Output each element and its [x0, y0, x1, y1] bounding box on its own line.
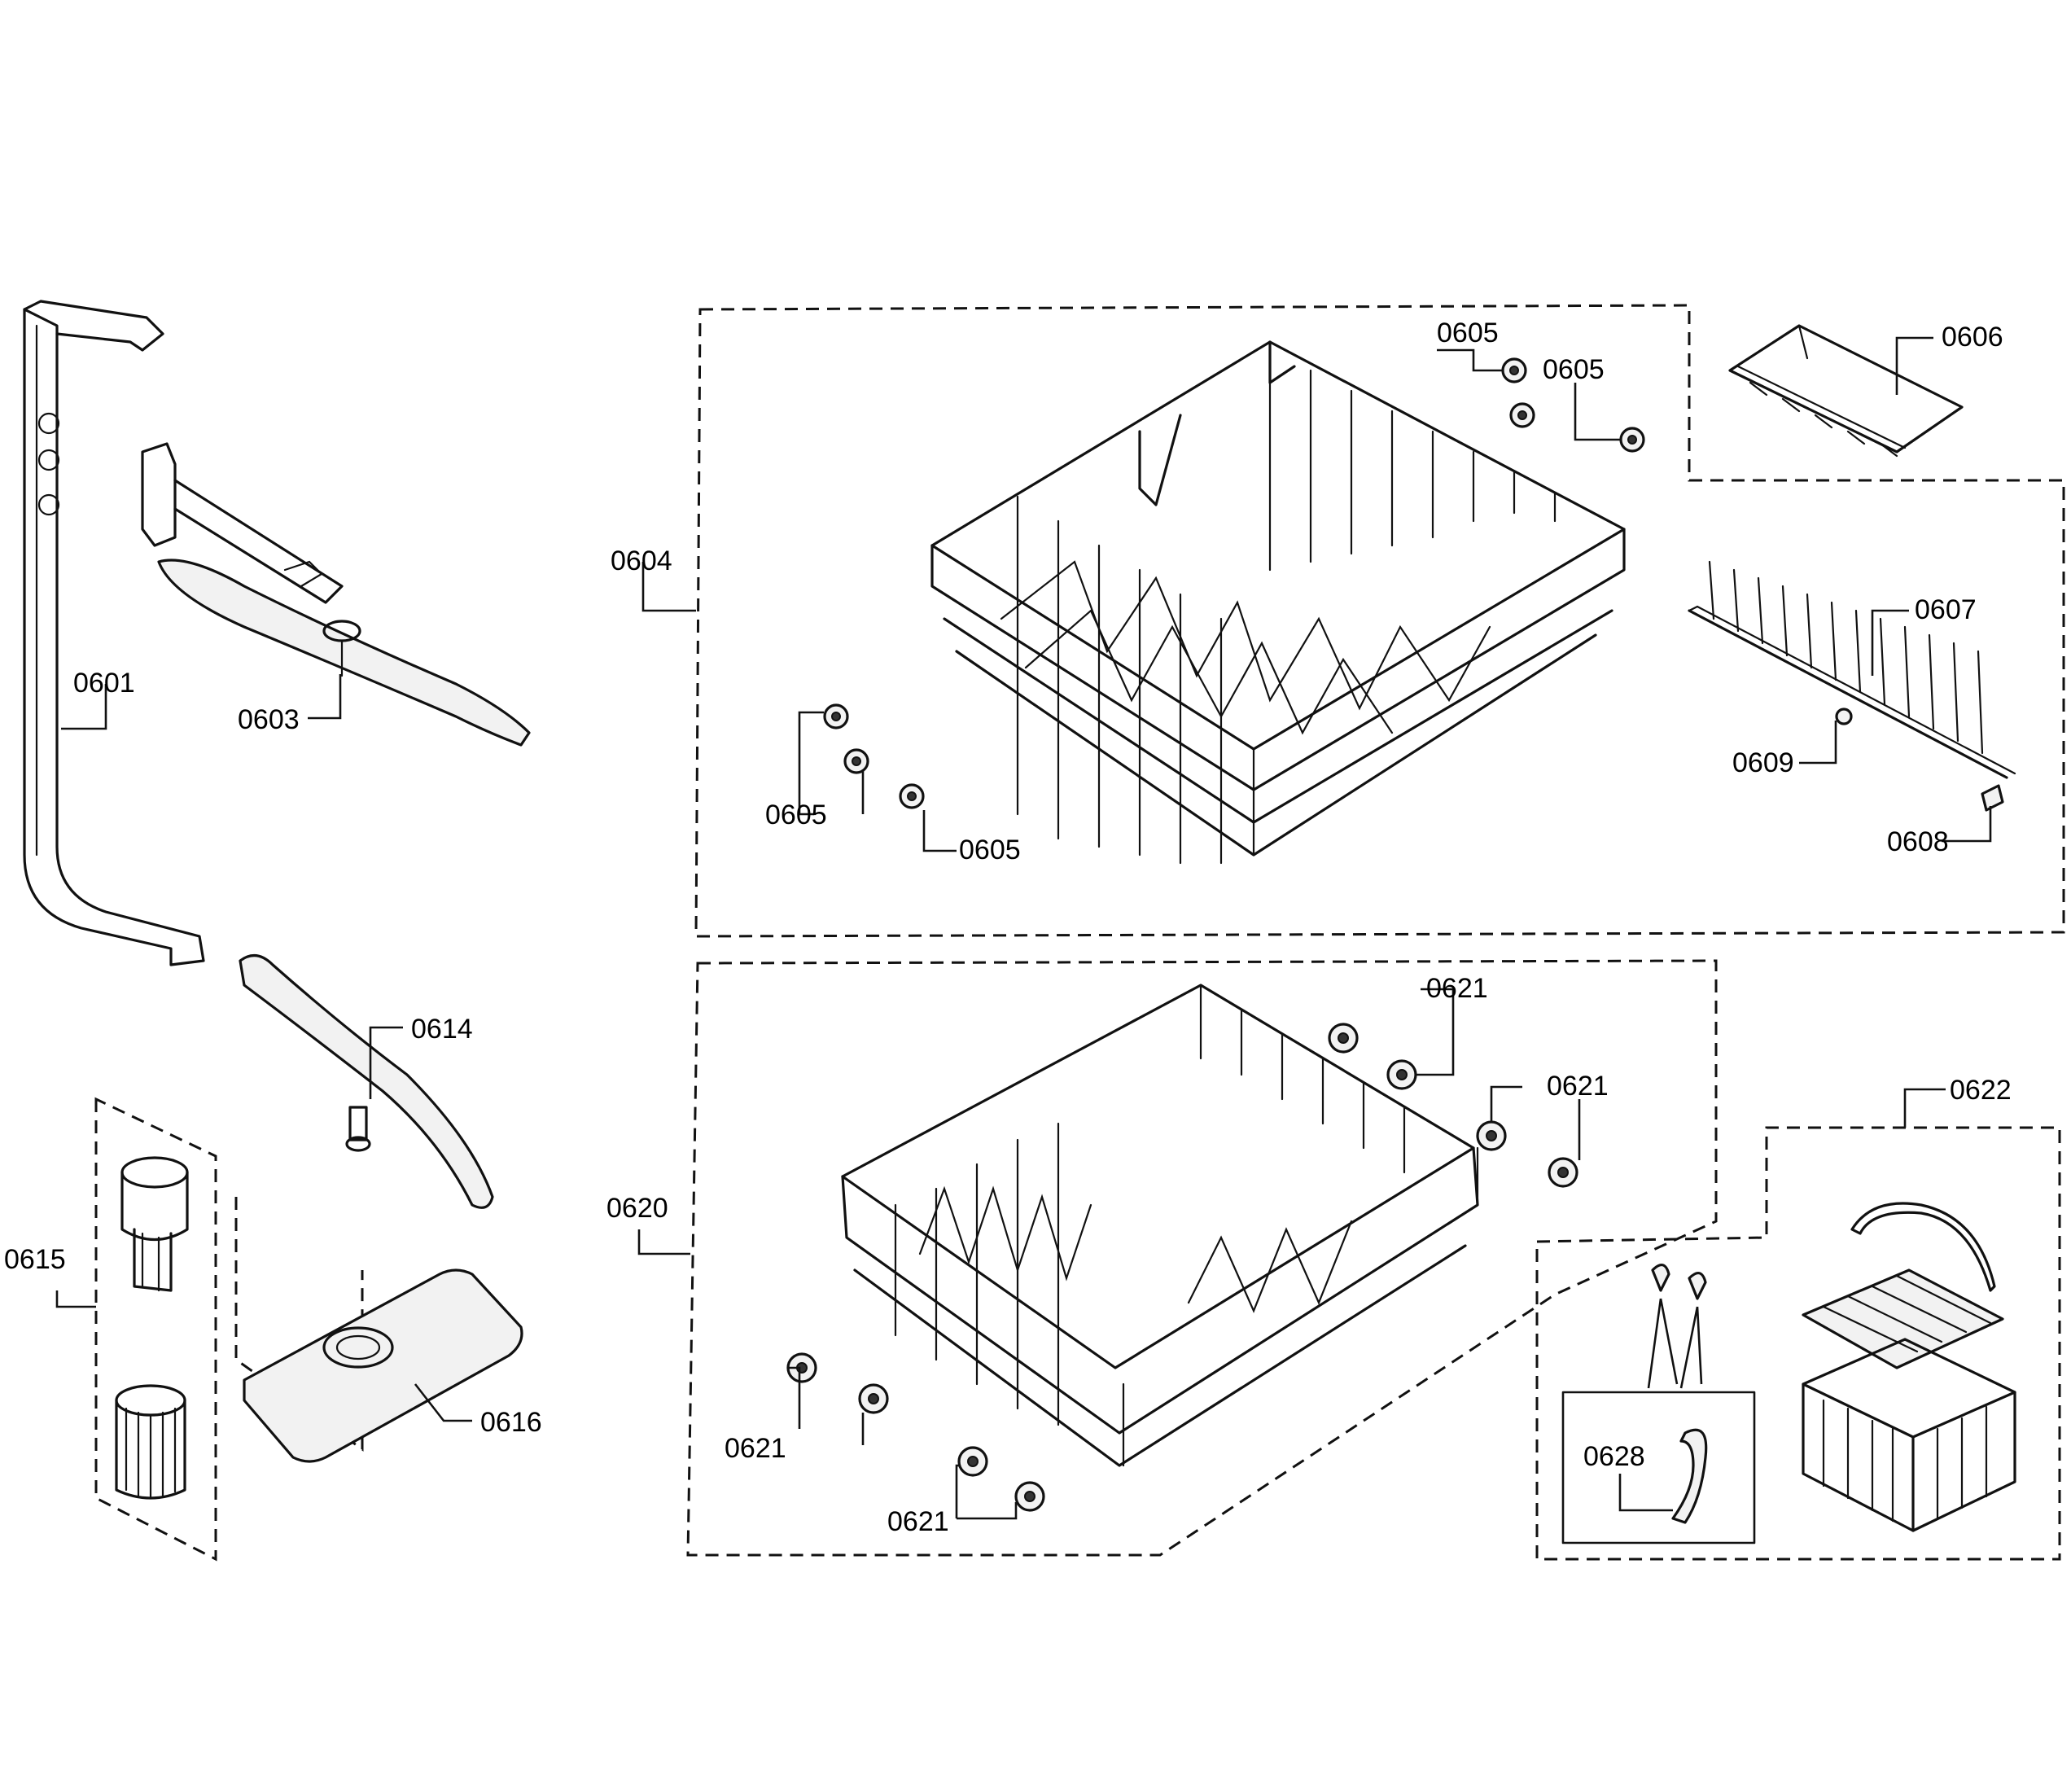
tine-row-0607[interactable]: [1688, 560, 2016, 779]
label-0621-top: 0621: [1426, 973, 1488, 1004]
label-0615: 0615: [4, 1244, 66, 1275]
filter-box: [94, 1097, 217, 1562]
label-0604: 0604: [611, 545, 672, 576]
cup-shelf-0606[interactable]: [1728, 324, 1964, 458]
label-0606: 0606: [1942, 322, 2003, 353]
label-0621-right: 0621: [1547, 1071, 1609, 1102]
label-0620: 0620: [606, 1193, 668, 1224]
lower-rack-0620[interactable]: [841, 984, 1479, 1467]
label-0614: 0614: [411, 1014, 473, 1045]
leader-lines: [55, 336, 1992, 1520]
basket-box: [1535, 1126, 2061, 1561]
label-0609: 0609: [1732, 747, 1794, 778]
label-0601: 0601: [73, 668, 135, 699]
clips-0628[interactable]: [1647, 1264, 1708, 1524]
label-0621-bottom: 0621: [887, 1506, 949, 1537]
label-0605-left: 0605: [765, 800, 827, 830]
clip-0609[interactable]: [1835, 708, 1853, 725]
clip-subbox: [1561, 1391, 1756, 1544]
filter-0615[interactable]: [115, 1156, 189, 1500]
cutlery-basket-0622[interactable]: [1802, 1202, 2016, 1532]
lower-rack-box: [686, 959, 1718, 1557]
label-0608: 0608: [1887, 826, 1949, 857]
label-0605-top-left: 0605: [1437, 318, 1499, 348]
clip-0608[interactable]: [1981, 784, 2004, 812]
label-0605-bottom: 0605: [959, 835, 1021, 865]
label-0607: 0607: [1915, 594, 1977, 625]
upper-rack-0604[interactable]: [930, 340, 1626, 865]
upper-spray-arm-0603[interactable]: [141, 442, 531, 747]
label-0616: 0616: [480, 1407, 542, 1438]
supply-pipe-0601[interactable]: [23, 300, 205, 966]
upper-rack-wheels-0605[interactable]: [823, 357, 1645, 809]
lower-rack-wheels-0621[interactable]: [786, 1023, 1578, 1512]
label-0603: 0603: [238, 704, 300, 735]
part-labels: 0601 0603 0604 0605 0605 0605 0605 0606 …: [4, 318, 2012, 1537]
label-0622: 0622: [1950, 1075, 2012, 1106]
flat-filter-0616[interactable]: [234, 1197, 523, 1463]
label-0628: 0628: [1583, 1441, 1645, 1472]
lower-spray-arm-0614[interactable]: [239, 954, 494, 1209]
label-0621-left: 0621: [725, 1433, 786, 1464]
label-0605-top-right: 0605: [1543, 354, 1605, 385]
